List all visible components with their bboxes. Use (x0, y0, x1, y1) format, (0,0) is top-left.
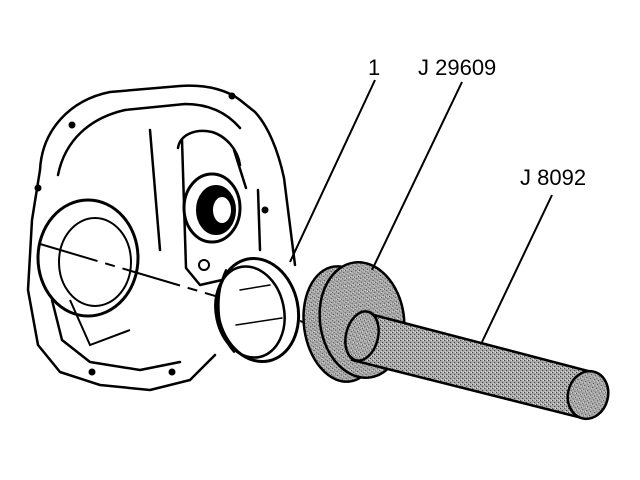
bearing-cup (214, 256, 306, 364)
housing-seal (182, 172, 242, 271)
callout-j29609: J 29609 (418, 55, 496, 80)
alignment-axis (39, 243, 331, 331)
callout-j8092: J 8092 (520, 165, 586, 190)
leader-line-j29609 (371, 81, 463, 271)
bolt-hole (261, 206, 269, 214)
leader-line-j8092 (481, 194, 553, 343)
leader-line-part-1 (289, 79, 376, 263)
handle-j8092 (344, 310, 610, 421)
leader-lines (289, 79, 553, 343)
bolt-hole (34, 184, 42, 192)
bolt-hole (88, 368, 96, 376)
bolt-hole (68, 121, 76, 129)
bolt-hole (168, 368, 176, 376)
housing-bolt-holes (34, 92, 269, 376)
bolt-hole (228, 92, 236, 100)
callout-part-1: 1 (368, 55, 380, 80)
housing-bore (36, 198, 140, 347)
